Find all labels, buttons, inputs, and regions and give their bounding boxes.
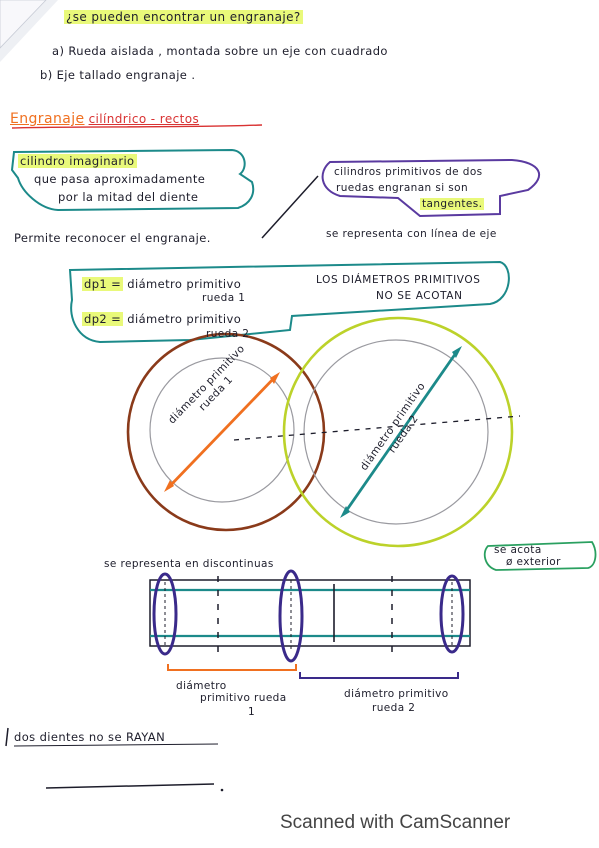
acota-box-outline xyxy=(483,541,597,571)
arrow-head-icon xyxy=(340,506,350,518)
question-title-text: ¿se pueden encontrar un engranaje? xyxy=(64,10,303,24)
box-left-outline xyxy=(10,148,255,212)
section-heading: Engranaje cilíndrico - rectos xyxy=(10,111,199,127)
no-acotan-line-2: NO SE ACOTAN xyxy=(376,290,463,302)
box-right-line-2: ruedas engranan si son xyxy=(336,182,469,194)
dp2-text: diámetro primitivo xyxy=(127,312,242,326)
stray-dot xyxy=(220,788,224,792)
dp2-label: dp2 = xyxy=(82,312,124,326)
acota-line-1: se acota xyxy=(494,544,542,556)
box-right-line-1: cilindros primitivos de dos xyxy=(334,166,483,178)
question-title: ¿se pueden encontrar un engranaje? xyxy=(64,10,303,24)
box-left-line-3: por la mitad del diente xyxy=(58,190,199,204)
dp1-line: dp1 = diámetro primitivo xyxy=(82,277,241,291)
dim2-line-2: rueda 2 xyxy=(372,702,416,714)
option-a: a) Rueda aislada , montada sobre un eje … xyxy=(52,44,388,58)
scanner-watermark: Scanned with CamScanner xyxy=(280,812,511,833)
separator-diagonal xyxy=(261,175,319,239)
box-left-line-2: que pasa aproximadamente xyxy=(34,172,206,186)
wheel-2-diameter xyxy=(342,349,460,515)
acota-line-2: ø exterior xyxy=(506,556,561,568)
arrow-head-icon xyxy=(452,346,462,358)
dim1-line-1: diámetro xyxy=(176,680,227,692)
permite-note: Permite reconocer el engranaje. xyxy=(14,231,211,245)
wheel-1-diameter xyxy=(166,375,278,489)
rayan-underline xyxy=(13,743,219,747)
section-underline xyxy=(11,124,263,129)
option-b: b) Eje tallado engranaje . xyxy=(40,68,196,82)
arrow-head-icon xyxy=(164,480,174,492)
wheel-2-outer-circle xyxy=(282,316,514,548)
dp1-text: diámetro primitivo xyxy=(127,277,242,291)
section-title: Engranaje xyxy=(10,111,85,127)
dp2-line: dp2 = diámetro primitivo xyxy=(82,312,241,326)
page-curl xyxy=(0,0,47,49)
dp-box-outline xyxy=(68,260,510,344)
dp2-rueda: rueda 2 xyxy=(206,328,250,340)
box-left-line-1: cilindro imaginario xyxy=(18,154,137,168)
wheel-1-primitive-circle xyxy=(149,357,295,503)
box-right-line-3-text: tangentes. xyxy=(420,198,485,210)
tooth-oval-3 xyxy=(439,574,465,654)
box-right-outline xyxy=(321,158,540,218)
stray-line xyxy=(45,783,215,789)
dim2-line-1: diámetro primitivo xyxy=(344,688,449,700)
dim1-line-2: primitivo rueda xyxy=(200,692,287,704)
wheel-2-primitive-circle xyxy=(303,339,489,525)
no-acotan-line-1: LOS DIÁMETROS PRIMITIVOS xyxy=(316,274,481,286)
representa-discontinuas-note: se representa en discontinuas xyxy=(104,558,274,570)
arrow-head-icon xyxy=(270,372,280,384)
dp1-label: dp1 = xyxy=(82,277,124,291)
dim-bracket-1 xyxy=(167,664,297,671)
dp1-rueda: rueda 1 xyxy=(202,292,246,304)
dim-bracket-2 xyxy=(299,672,459,679)
tooth-oval-2 xyxy=(278,569,304,663)
dim1-line-3: 1 xyxy=(248,706,256,718)
box-right-line-3: tangentes. xyxy=(420,198,485,210)
rayan-bracket xyxy=(5,727,9,747)
section-subtitle: cilíndrico - rectos xyxy=(88,112,200,126)
section-rect xyxy=(149,579,471,647)
rayan-note: dos dientes no se RAYAN xyxy=(14,730,166,744)
tooth-oval-1 xyxy=(152,572,178,656)
box-left-line-1-text: cilindro imaginario xyxy=(18,154,137,168)
center-line-dashed xyxy=(233,415,521,441)
representa-linea-note: se representa con línea de eje xyxy=(326,228,497,240)
